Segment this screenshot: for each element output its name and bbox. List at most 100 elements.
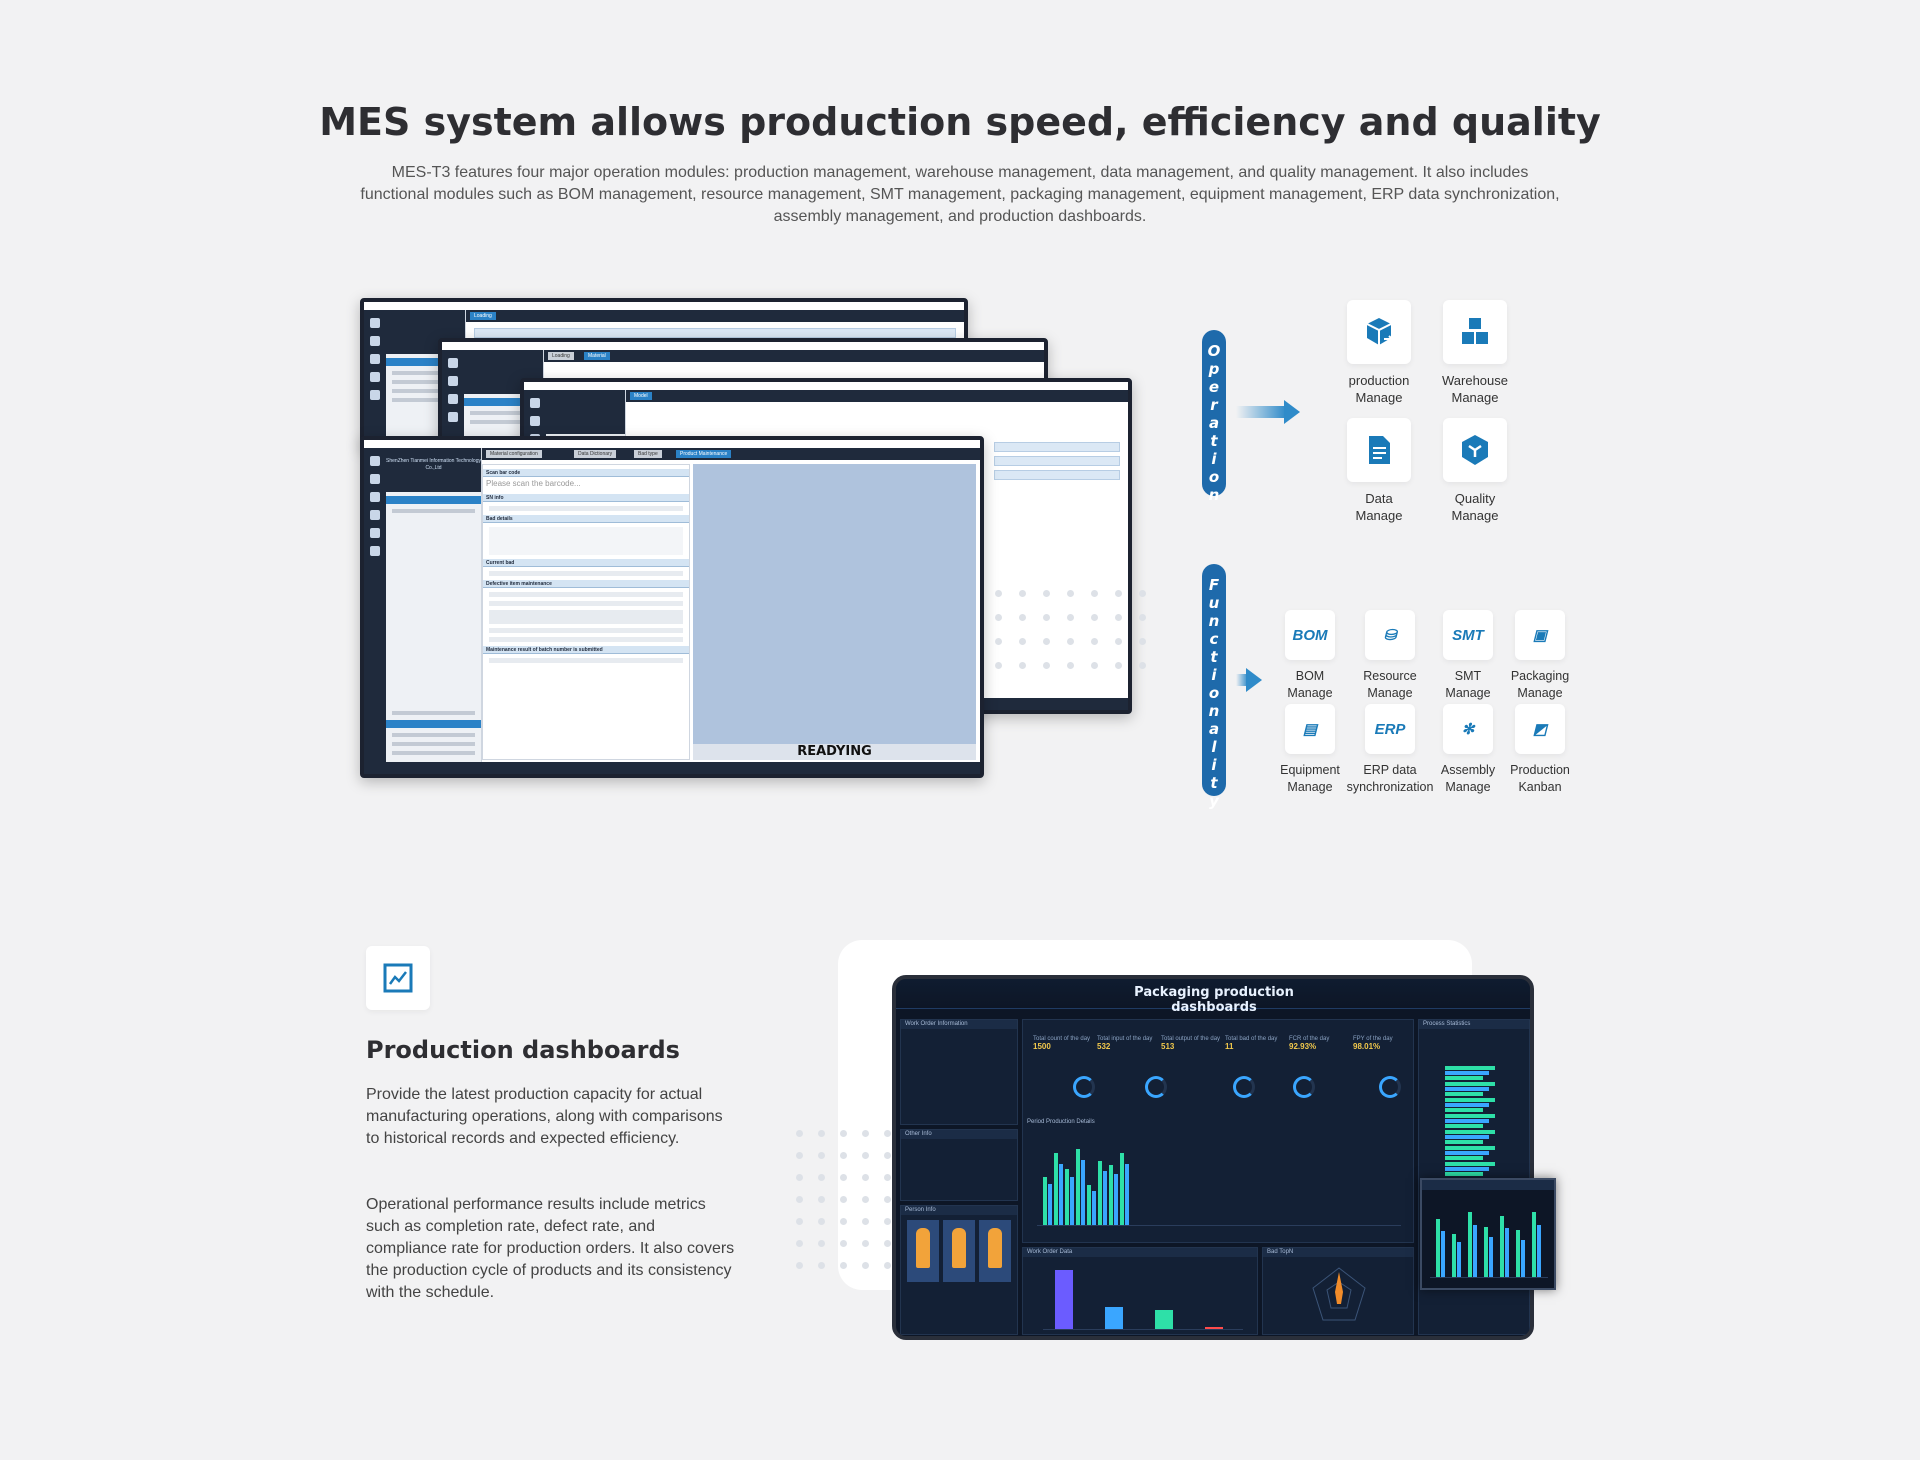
process-bar xyxy=(1445,1162,1495,1166)
chart-icon xyxy=(366,946,430,1010)
module-label: ERP data synchronization xyxy=(1346,763,1434,794)
decor-dot xyxy=(884,1174,891,1181)
module-label: Production Kanban xyxy=(1510,763,1570,794)
chart-bar xyxy=(1043,1177,1047,1225)
chart-bar xyxy=(1048,1184,1052,1225)
operation-arrow xyxy=(1236,400,1300,424)
decor-dot xyxy=(1019,590,1026,597)
chart-bar xyxy=(1125,1163,1129,1225)
bad-details-header: Bad details xyxy=(483,515,689,523)
module-icon: ▣ xyxy=(1515,610,1565,660)
module-quality[interactable]: Quality Manage xyxy=(1432,418,1518,524)
panel-wo-data: Work Order Data xyxy=(1022,1247,1258,1335)
defective-header: Defective item maintenance xyxy=(483,580,689,588)
module-data[interactable]: Data Manage xyxy=(1336,418,1422,524)
decor-dot xyxy=(818,1196,825,1203)
decor-dot xyxy=(818,1174,825,1181)
chart-bar xyxy=(1505,1228,1509,1277)
scan-header: Scan bar code xyxy=(483,469,689,477)
panel-header: Bad TopN xyxy=(1263,1248,1413,1257)
function-module[interactable]: ⛁Resource Manage xyxy=(1350,610,1430,702)
module-icon: ◩ xyxy=(1515,704,1565,754)
decor-dot xyxy=(1019,614,1026,621)
decor-dot xyxy=(862,1174,869,1181)
chart-bar xyxy=(1468,1212,1472,1277)
decor-dot xyxy=(1115,614,1122,621)
chart-bar xyxy=(1055,1270,1073,1329)
module-label: Warehouse Manage xyxy=(1442,373,1508,405)
module-icon: ⛁ xyxy=(1365,610,1415,660)
tab-bad-type[interactable]: Bad type xyxy=(634,450,662,458)
module-label: Packaging Manage xyxy=(1510,669,1570,700)
tab-dictionary[interactable]: Data Dictionary xyxy=(574,450,617,458)
panel-header: Work Order Data xyxy=(1023,1248,1257,1257)
decor-dot xyxy=(818,1240,825,1247)
process-bar xyxy=(1445,1140,1483,1144)
chart-bar xyxy=(1205,1326,1223,1329)
decor-dot xyxy=(796,1130,803,1137)
chart-bar xyxy=(1059,1163,1063,1225)
module-warehouse[interactable]: Warehouse Manage xyxy=(1432,300,1518,406)
decor-dot xyxy=(796,1262,803,1269)
chart-bar xyxy=(1441,1230,1445,1277)
function-module[interactable]: ▤Equipment Manage xyxy=(1270,704,1350,796)
panel-person: Person Info xyxy=(900,1205,1018,1335)
decor-dot xyxy=(818,1262,825,1269)
panel-other: Other Info xyxy=(900,1129,1018,1201)
function-module[interactable]: ✻Assembly Manage xyxy=(1428,704,1508,796)
module-label: Quality Manage xyxy=(1451,491,1499,523)
decor-dot xyxy=(818,1152,825,1159)
preview-panel xyxy=(693,464,976,744)
dashboard-title: Packaging production dashboards xyxy=(1134,985,1294,1015)
module-icon: ERP xyxy=(1365,704,1415,754)
module-icon: ▤ xyxy=(1285,704,1335,754)
chart-bar xyxy=(1452,1233,1456,1277)
process-bar xyxy=(1445,1103,1489,1107)
decor-dot xyxy=(1043,590,1050,597)
section-paragraph-1: Provide the latest production capacity f… xyxy=(366,1086,723,1147)
decor-dot xyxy=(840,1240,847,1247)
decor-dot xyxy=(1067,638,1074,645)
document-icon xyxy=(1347,418,1411,482)
process-bar xyxy=(1445,1124,1483,1128)
current-bad-header: Current bad xyxy=(483,559,689,567)
chart-bar xyxy=(1109,1165,1113,1225)
chart-bar xyxy=(1484,1226,1488,1277)
shield-cube-icon xyxy=(1443,418,1507,482)
tab-material[interactable]: Material configuration xyxy=(486,450,542,458)
chart-bar xyxy=(1081,1160,1085,1225)
decor-dot xyxy=(796,1196,803,1203)
process-bar xyxy=(1445,1119,1489,1123)
chart-bar xyxy=(1105,1307,1123,1329)
decor-dot xyxy=(1043,614,1050,621)
decor-dot xyxy=(1091,638,1098,645)
function-module[interactable]: ERP ERP data synchronization xyxy=(1342,704,1438,796)
decor-dot xyxy=(1139,638,1146,645)
decor-dot xyxy=(818,1218,825,1225)
module-production[interactable]: production Manage xyxy=(1336,300,1422,406)
process-bar xyxy=(1445,1135,1489,1139)
panel-header: Work Order Information xyxy=(901,1020,1017,1029)
decor-dot xyxy=(840,1174,847,1181)
decor-dot xyxy=(796,1218,803,1225)
decor-dot xyxy=(840,1218,847,1225)
decor-dot xyxy=(862,1130,869,1137)
module-label: Data Manage xyxy=(1355,491,1403,523)
function-module[interactable]: ▣ Packaging Manage xyxy=(1500,610,1580,702)
decor-dot xyxy=(884,1196,891,1203)
process-bar xyxy=(1445,1114,1495,1118)
process-bar xyxy=(1445,1108,1483,1112)
chart-bar xyxy=(1114,1174,1118,1225)
panel-bad-top: Bad TopN xyxy=(1262,1247,1414,1335)
scan-input[interactable]: Please scan the barcode... xyxy=(486,479,581,488)
section-title: Production dashboards xyxy=(366,1036,680,1064)
module-icon: BOM xyxy=(1285,610,1335,660)
module-icon: ✻ xyxy=(1443,704,1493,754)
chart-bar xyxy=(1516,1230,1520,1277)
tab-product-maintenance[interactable]: Product Maintenance xyxy=(676,450,732,458)
function-module[interactable]: ◩ Production Kanban xyxy=(1500,704,1580,796)
